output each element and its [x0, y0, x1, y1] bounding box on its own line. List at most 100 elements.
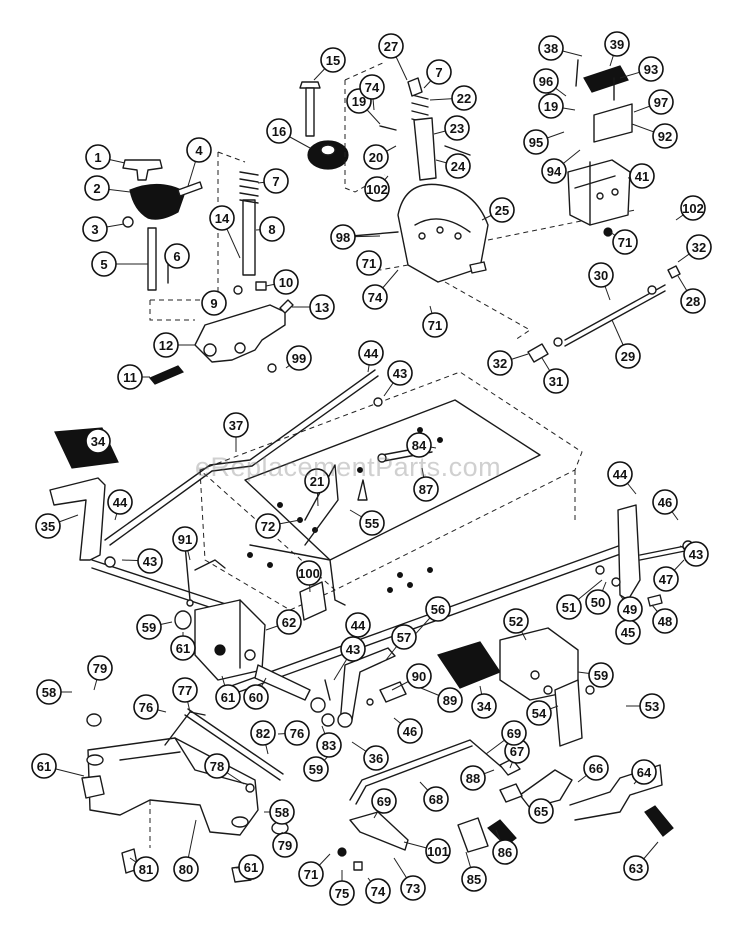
callout-circle [397, 718, 423, 744]
callout-number: 69 [377, 794, 391, 809]
callout-29: 29 [615, 343, 641, 369]
callout-circle [400, 875, 426, 901]
callout-61: 61 [238, 854, 264, 880]
callout-circle [371, 788, 397, 814]
callout-number: 71 [362, 256, 376, 271]
callout-number: 86 [498, 845, 512, 860]
callout-circle [286, 345, 312, 371]
callout-number: 59 [594, 668, 608, 683]
callout-circle [223, 412, 249, 438]
callout-71: 71 [356, 250, 382, 276]
callout-68: 68 [423, 786, 449, 812]
rod-68 [349, 739, 506, 801]
callout-circle [629, 163, 655, 189]
callout-number: 69 [507, 726, 521, 741]
callout-circle [538, 35, 564, 61]
callout-number: 21 [310, 474, 324, 489]
callout-80: 80 [173, 856, 199, 882]
frame-holes [247, 427, 444, 593]
callout-69: 69 [501, 720, 527, 746]
callout-circle [358, 340, 384, 366]
callout-circle [85, 144, 111, 170]
callout-83: 83 [316, 732, 342, 758]
callout-circle [153, 332, 179, 358]
callout-number: 7 [272, 174, 279, 189]
callout-8: 8 [259, 216, 285, 242]
callout-43: 43 [683, 541, 709, 567]
callout-number: 34 [91, 434, 106, 449]
callout-number: 55 [365, 516, 379, 531]
callout-number: 12 [159, 338, 173, 353]
callout-94: 94 [541, 158, 567, 184]
callout-circle [615, 343, 641, 369]
callout-number: 19 [544, 99, 558, 114]
callout-61: 61 [215, 684, 241, 710]
callout-number: 82 [256, 726, 270, 741]
callout-circle [31, 753, 57, 779]
frame-outline [199, 371, 583, 591]
callout-number: 23 [450, 121, 464, 136]
callout-59: 59 [136, 614, 162, 640]
callout-number: 88 [466, 771, 480, 786]
callout-number: 54 [532, 706, 547, 721]
callout-92: 92 [652, 123, 678, 149]
callout-circle [340, 636, 366, 662]
callout-circle [309, 294, 335, 320]
callout-number: 59 [309, 762, 323, 777]
callout-28: 28 [680, 288, 706, 314]
callout-number: 47 [659, 572, 673, 587]
callout-number: 83 [322, 738, 336, 753]
callout-59: 59 [303, 756, 329, 782]
callout-number: 41 [635, 169, 649, 184]
callout-number: 60 [249, 690, 263, 705]
callout-number: 74 [365, 80, 380, 95]
callout-circle [585, 589, 611, 615]
callout-45: 45 [615, 619, 641, 645]
callout-number: 75 [335, 886, 349, 901]
callout-9: 9 [201, 290, 227, 316]
callout-circle [683, 541, 709, 567]
callout-number: 2 [93, 181, 100, 196]
callout-circle [652, 489, 678, 515]
callout-circle [136, 614, 162, 640]
callout-number: 49 [623, 602, 637, 617]
callout-1: 1 [85, 144, 111, 170]
callout-circle [243, 684, 269, 710]
callout-99: 99 [286, 345, 312, 371]
callout-74: 74 [365, 878, 391, 904]
callout-circle [296, 560, 322, 586]
callout-number: 20 [369, 150, 383, 165]
callout-90: 90 [406, 663, 432, 689]
callout-72: 72 [255, 513, 281, 539]
callout-85: 85 [461, 866, 487, 892]
callout-circle [648, 89, 674, 115]
callout-19: 19 [538, 93, 564, 119]
callout-43: 43 [340, 636, 366, 662]
callout-52: 52 [503, 608, 529, 634]
callout-86: 86 [492, 839, 518, 865]
callout-number: 77 [178, 683, 192, 698]
callout-number: 19 [352, 94, 366, 109]
callout-number: 97 [654, 95, 668, 110]
callout-number: 30 [594, 268, 608, 283]
callout-44: 44 [107, 489, 133, 515]
callout-20: 20 [363, 144, 389, 170]
callout-34: 34 [85, 428, 111, 454]
callout-57: 57 [391, 624, 417, 650]
callout-7: 7 [426, 59, 452, 85]
callout-circle [82, 216, 108, 242]
callout-27: 27 [378, 33, 404, 59]
callout-97: 97 [648, 89, 674, 115]
callout-number: 6 [173, 249, 180, 264]
callout-59: 59 [588, 662, 614, 688]
callout-76: 76 [284, 720, 310, 746]
callout-number: 78 [210, 759, 224, 774]
callout-number: 100 [298, 566, 320, 581]
callout-circle [204, 753, 230, 779]
callout-circle [273, 269, 299, 295]
callout-number: 46 [658, 495, 672, 510]
callout-number: 58 [42, 685, 56, 700]
callout-73: 73 [400, 875, 426, 901]
callout-circle [84, 175, 110, 201]
bracket-62 [194, 599, 266, 681]
